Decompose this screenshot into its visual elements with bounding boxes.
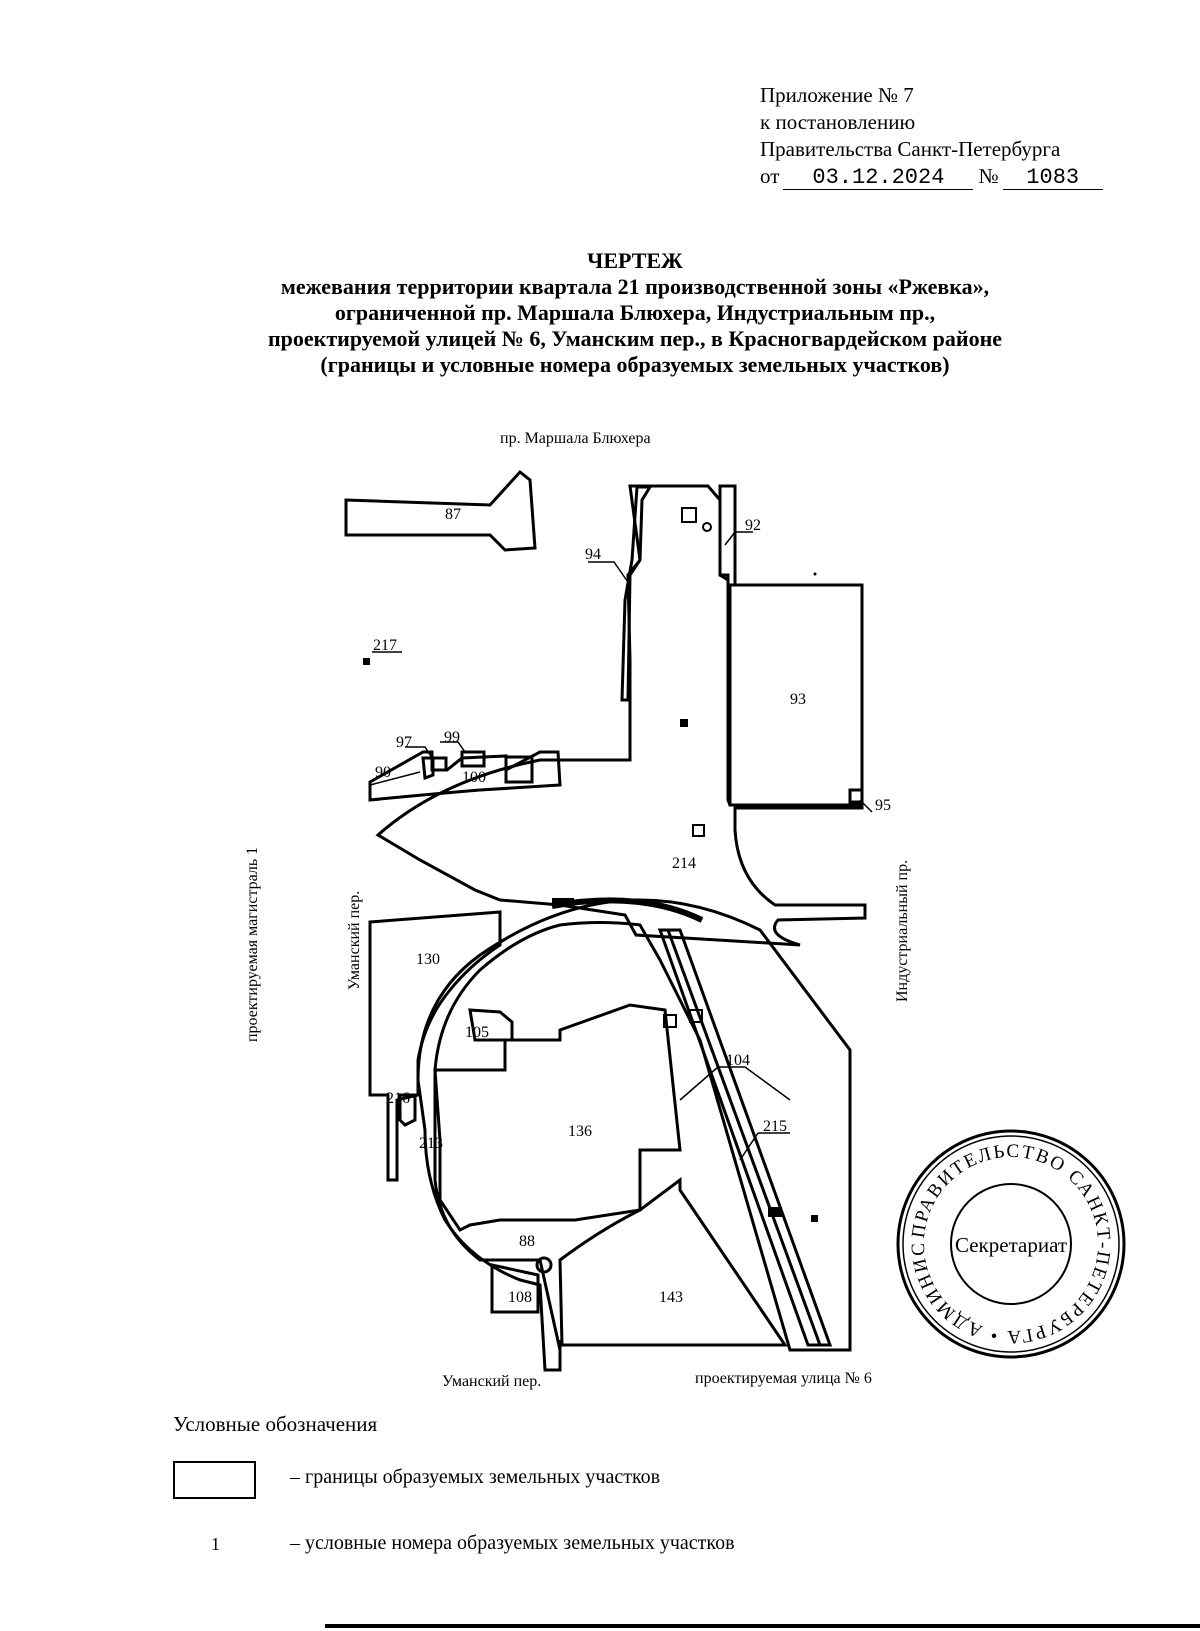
legend-title: Условные обозначения [173, 1412, 378, 1436]
parcel-label-216: 216 [386, 1090, 410, 1107]
parcel-94-boundary [620, 485, 653, 702]
from-label: от [760, 164, 780, 188]
leader-104 [718, 1066, 791, 1101]
parcel-label-95: 95 [875, 797, 891, 814]
parcel-label-213: 213 [419, 1135, 443, 1152]
parcel-136-boundary [433, 1003, 682, 1232]
title-line-4: (границы и условные номера образуемых зе… [320, 352, 950, 377]
appendix-line-1: Приложение № 7 [760, 83, 914, 107]
legend-item-numbers: – условные номера образуемых земельных у… [290, 1532, 735, 1554]
parcel-105-boundary [468, 1008, 514, 1042]
parcel-90-boundary [421, 756, 435, 781]
leader-215-to-strip [739, 1132, 759, 1161]
title-main: ЧЕРТЕЖ [587, 248, 683, 273]
legend-number-symbol: 1 [211, 1534, 220, 1554]
marker-outline-round [702, 522, 712, 532]
parcel-label-100: 100 [462, 769, 486, 786]
marker-outline [692, 824, 705, 837]
legend-boundary-symbol [173, 1461, 256, 1499]
parcel-label-108: 108 [508, 1289, 532, 1306]
title-line-3: проектируемой улицей № 6, Уманским пер.,… [267, 326, 1003, 351]
stamp-outer-circle [896, 1129, 1126, 1359]
marker-outline [681, 507, 697, 523]
parcel-214-boundary [375, 484, 867, 947]
stamp-center-text: Секретариат [955, 1233, 1067, 1257]
parcel-108-boundary [490, 1263, 540, 1314]
stamp-inner-ring [902, 1135, 1120, 1353]
marker-square [552, 898, 574, 904]
parcel-label-93: 93 [790, 691, 806, 708]
leader-90 [369, 771, 421, 786]
parcel-87-boundary [344, 469, 537, 552]
official-stamp: ПРАВИТЕЛЬСТВО САНКТ-ПЕТЕРБУРГА • АДМИНИС… [0, 0, 1126, 1359]
marker-outline [689, 1009, 703, 1023]
marker-square [363, 658, 370, 665]
parcel-label-99: 99 [444, 729, 460, 746]
parcel-92-boundary [718, 484, 737, 587]
leader-99 [440, 741, 466, 753]
resolution-number: 1083 [1002, 167, 1103, 190]
marker-dot [813, 572, 817, 576]
parcel-label-104: 104 [726, 1052, 750, 1069]
parcel-213-boundary [416, 898, 852, 1372]
resolution-date: 03.12.2024 [783, 167, 974, 190]
parcel-99-boundary [460, 750, 486, 768]
legend-item-boundaries: – границы образуемых земельных участков [290, 1466, 661, 1488]
leader-97 [405, 746, 433, 759]
stamp-ring-textpath: ПРАВИТЕЛЬСТВО САНКТ-ПЕТЕРБУРГА • АДМИНИС… [0, 0, 1112, 1347]
street-bottom-right: проектируемая улица № 6 [695, 1370, 872, 1387]
parcel-label-90: 90 [375, 764, 391, 781]
parcel-label-87: 87 [445, 506, 461, 523]
parcel-label-130: 130 [416, 951, 440, 968]
parcel-95-boundary [848, 788, 864, 804]
street-top: пр. Маршала Блюхера [500, 430, 651, 447]
marker-square [768, 1207, 782, 1217]
street-bottom-left: Уманский пер. [442, 1373, 541, 1390]
leader-95 [859, 799, 873, 813]
street-right: Индустриальный пр. [894, 860, 911, 1002]
parcel-label-214: 214 [672, 855, 696, 872]
bottom-rule [325, 1624, 1200, 1628]
marker-outline [663, 1014, 677, 1028]
parcel-label-97: 97 [396, 734, 412, 751]
parcel-row-90-100-boundary [368, 750, 562, 802]
stamp-center-circle [950, 1183, 1072, 1305]
parcel-88-boundary [535, 1256, 553, 1274]
parcel-label-94: 94 [585, 546, 601, 563]
parcel-216-boundary [398, 1093, 417, 1127]
street-left-lane: Уманский пер. [346, 891, 363, 990]
parcel-label-88: 88 [519, 1233, 535, 1250]
title-line-2: ограниченной пр. Маршала Блюхера, Индуст… [334, 300, 936, 325]
appendix-header: Приложение № 7 к постановлению Правитель… [760, 82, 1103, 190]
parcel-100-boundary [504, 755, 534, 784]
street-left-vertical: проектируемая магистраль 1 [244, 847, 261, 1042]
number-label: № [978, 164, 999, 188]
parcel-93-boundary [728, 583, 864, 807]
parcel-label-136: 136 [568, 1123, 592, 1140]
marker-square [811, 1215, 818, 1222]
appendix-line-2: к постановлению [760, 110, 916, 134]
parcel-label-215: 215 [763, 1118, 787, 1135]
appendix-line-3: Правительства Санкт-Петербурга [760, 137, 1061, 161]
parcel-104-215-boundary [657, 928, 833, 1347]
marker-square [680, 719, 688, 727]
parcel-label-143: 143 [659, 1289, 683, 1306]
parcel-label-217: 217 [373, 637, 397, 654]
title-line-1: межевания территории квартала 21 произво… [280, 274, 990, 299]
parcel-143-boundary [558, 1177, 788, 1347]
leader-104-to-strip [679, 1066, 719, 1101]
stamp-ring-text: ПРАВИТЕЛЬСТВО САНКТ-ПЕТЕРБУРГА • АДМИНИС… [0, 0, 1112, 1347]
document-title: ЧЕРТЕЖ межевания территории квартала 21 … [100, 248, 1170, 378]
leader-92 [724, 531, 753, 546]
parcel-label-92: 92 [745, 517, 761, 534]
leader-94 [588, 561, 631, 586]
parcel-label-105: 105 [465, 1024, 489, 1041]
parcel-104-inner-line [666, 929, 822, 1346]
